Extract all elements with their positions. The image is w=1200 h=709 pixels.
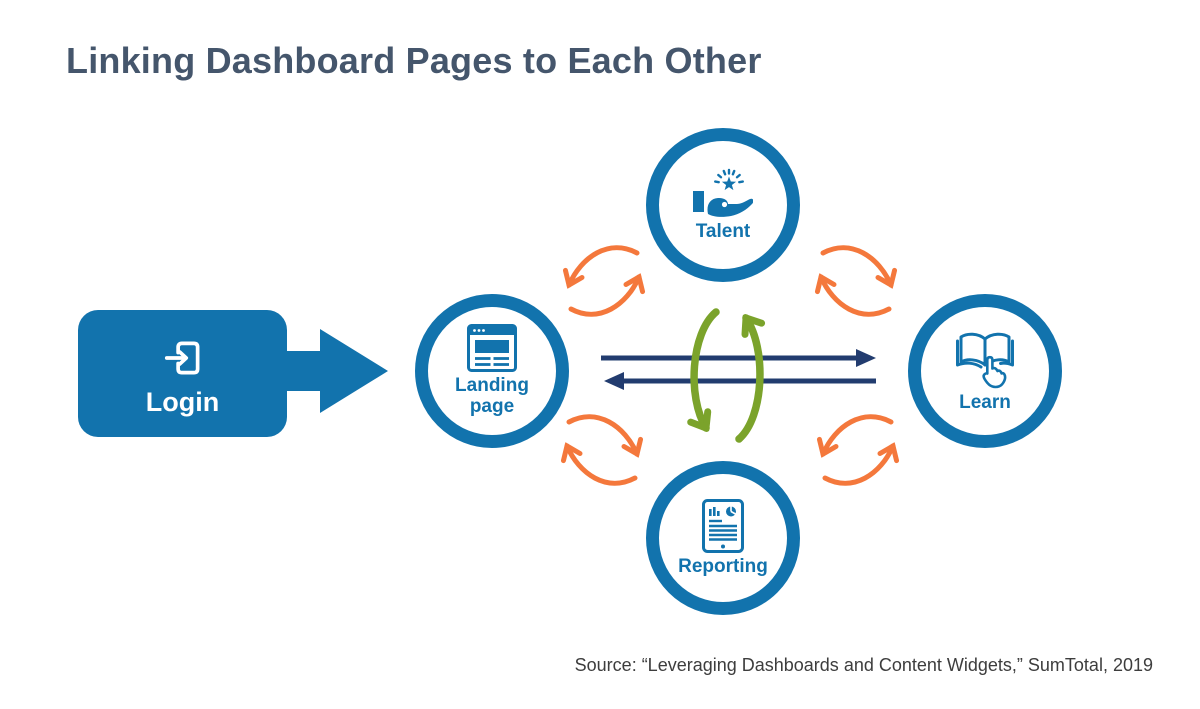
node-reporting-label: Reporting — [678, 555, 768, 577]
talent-reporting-cycle-arrows — [694, 308, 760, 443]
node-reporting[interactable]: Reporting — [646, 461, 800, 615]
open-book-click-icon — [956, 332, 1014, 389]
talent-learn-cycle-arrows — [821, 248, 891, 315]
login-box[interactable]: Login — [78, 310, 287, 437]
node-learn-label: Learn — [959, 391, 1011, 413]
node-talent[interactable]: Talent — [646, 128, 800, 282]
hand-presenting-star-icon — [693, 168, 753, 217]
sign-in-icon — [164, 341, 199, 374]
node-landing-page-label: Landing page — [455, 375, 529, 417]
login-to-landing-block-arrow — [286, 329, 388, 413]
reporting-learn-cycle-arrows — [823, 417, 893, 484]
page-title: Linking Dashboard Pages to Each Other — [66, 40, 762, 81]
browser-window-icon — [467, 324, 517, 373]
source-attribution: Source: “Leveraging Dashboards and Conte… — [574, 655, 1153, 675]
node-talent-label: Talent — [695, 220, 751, 242]
landing-learn-two-way-arrows — [601, 349, 876, 390]
tablet-report-icon — [702, 498, 744, 553]
node-landing-page[interactable]: Landing page — [415, 294, 569, 448]
landing-reporting-cycle-arrows — [567, 417, 637, 484]
landing-talent-cycle-arrows — [569, 248, 639, 315]
login-label: Login — [145, 386, 220, 417]
node-learn[interactable]: Learn — [908, 294, 1062, 448]
